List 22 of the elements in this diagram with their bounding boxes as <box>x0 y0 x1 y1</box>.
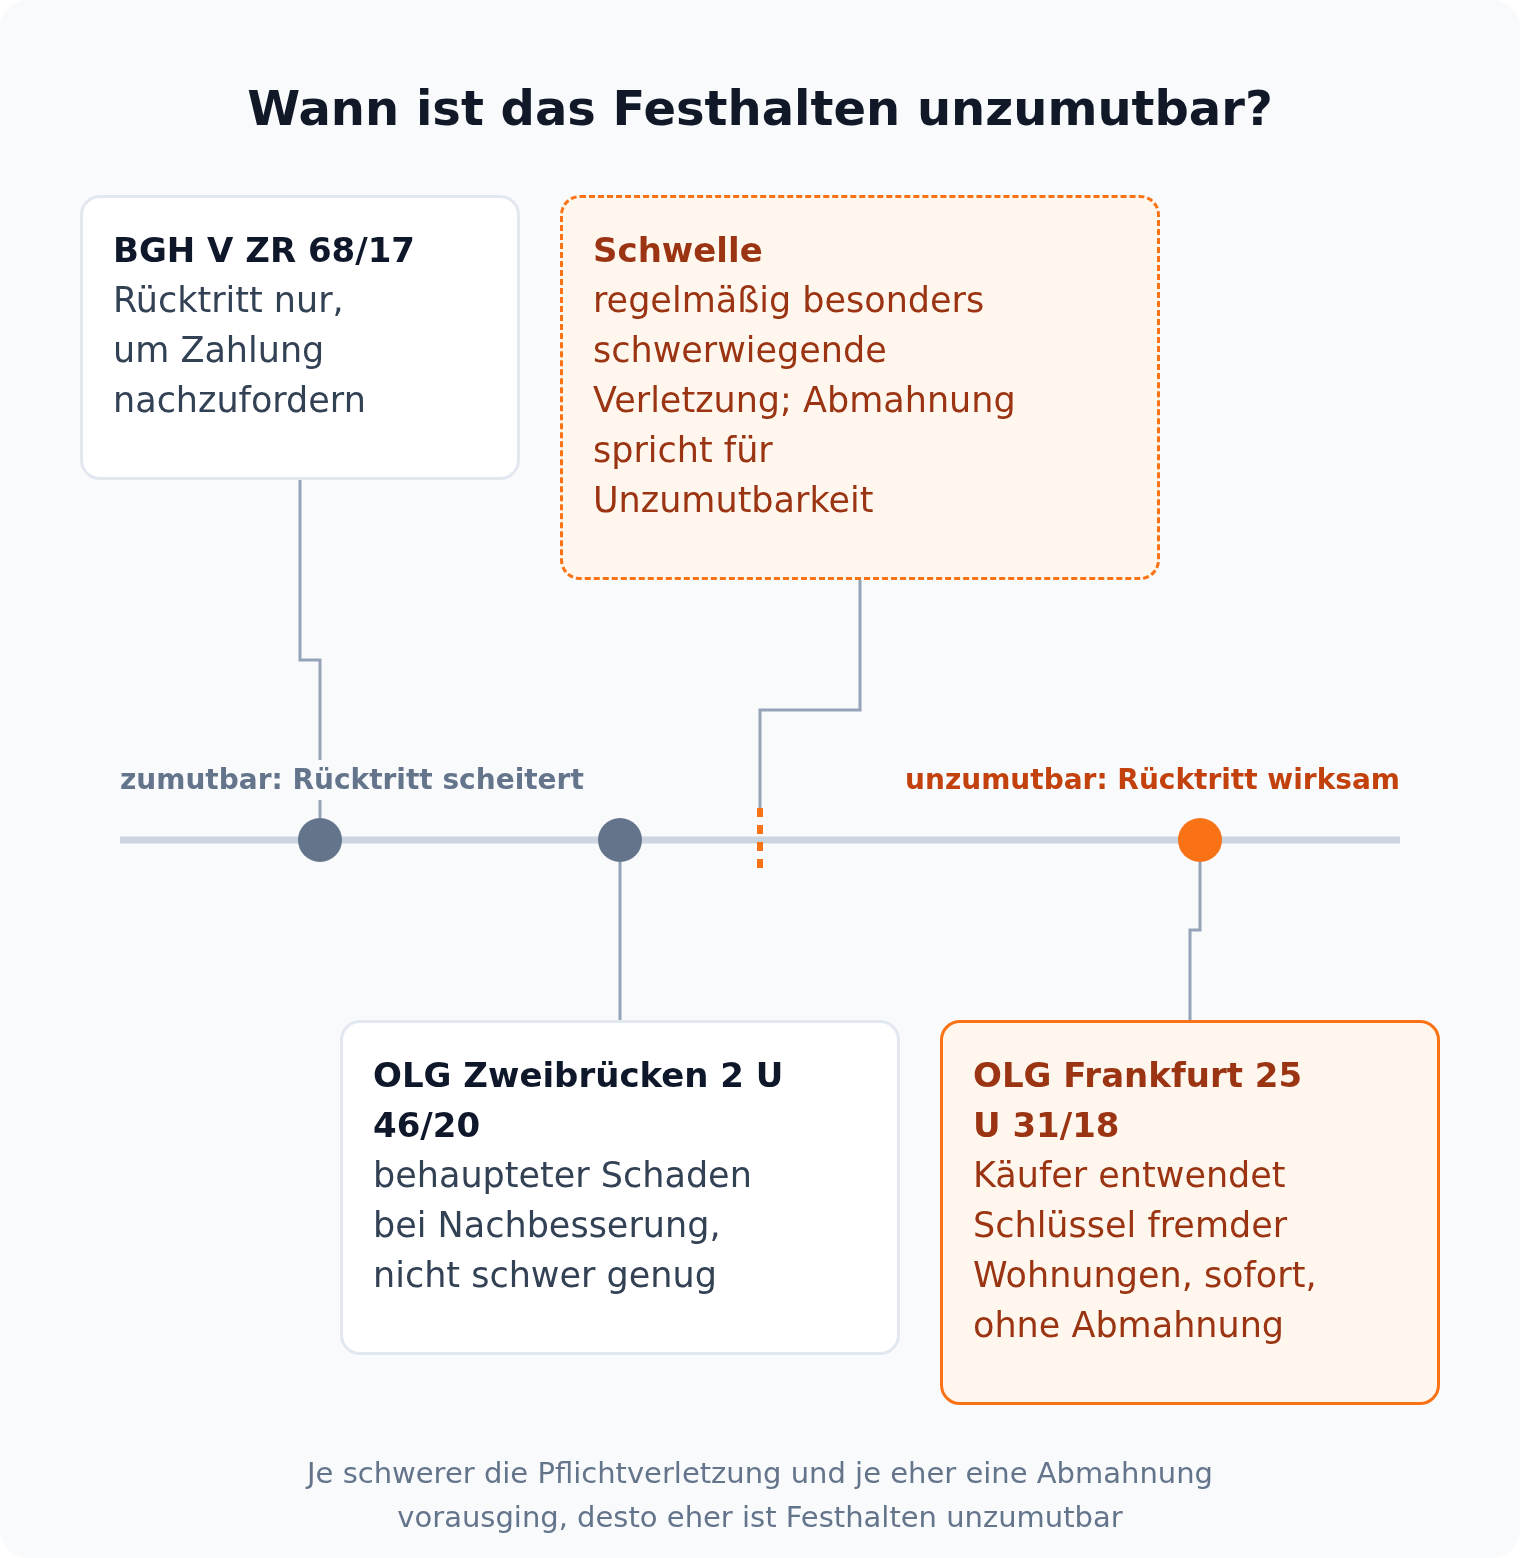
card-text: Käufer entwendet Schlüssel fremder Wohnungen, sofort, ohne Abmahnung <box>973 1154 1318 1347</box>
card-text: behaupteter Schaden bei Nachbesserung, nicht schwer genug <box>373 1154 753 1297</box>
leader-line <box>758 580 862 808</box>
card-heading: OLG Zweibrücken 2 U 46/20 <box>373 1054 785 1147</box>
dot-icon <box>1178 818 1222 862</box>
card-text: regelmäßig besonders schwerwiegende Verletzung; Abmahnung spricht für Unzumutbarkeit <box>593 279 1017 522</box>
card-heading: Schwelle <box>593 229 763 272</box>
card-heading: OLG Frankfurt 25 U 31/18 <box>973 1054 1304 1147</box>
highlighted-callout-card <box>940 1020 1440 1405</box>
axis-label: zumutbar: Rücktritt scheitert <box>120 760 584 800</box>
dot-icon <box>598 818 642 862</box>
dot-icon <box>298 818 342 862</box>
leader-line <box>618 862 622 1020</box>
leader-line <box>298 480 322 818</box>
card-text: Rücktritt nur, um Zahlung nachzufordern <box>113 279 367 422</box>
title: Wann ist das Festhalten unzumutbar? <box>247 79 1273 138</box>
dashed-callout-card <box>560 195 1160 580</box>
caption: Je schwerer die Pflichtverletzung und je eher eine Abmahnung vorausging, desto eher ist Festhalten unzumutbar <box>304 1455 1214 1536</box>
card-heading: BGH V ZR 68/17 <box>113 229 415 272</box>
callout-card <box>340 1020 900 1355</box>
leader-line <box>1188 862 1202 1020</box>
callout-card <box>80 195 520 480</box>
